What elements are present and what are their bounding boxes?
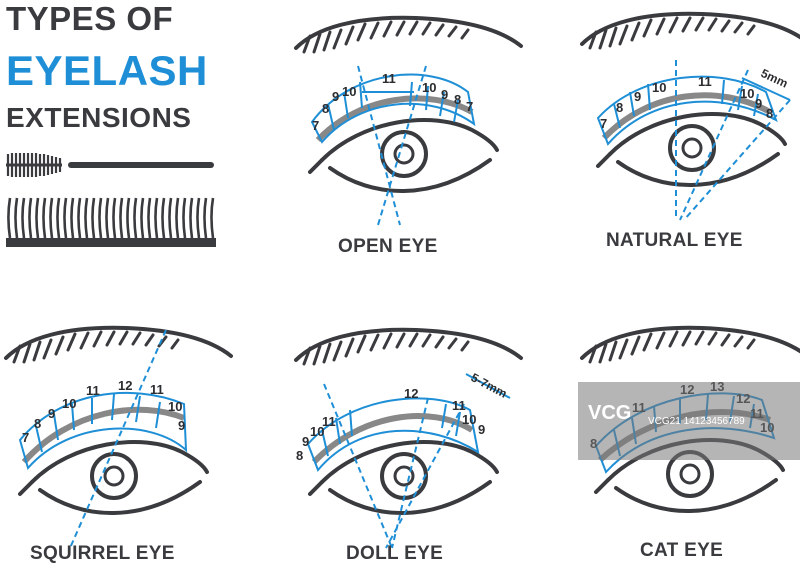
svg-text:10: 10	[342, 84, 356, 99]
svg-text:11: 11	[86, 383, 100, 398]
svg-text:12: 12	[118, 378, 132, 393]
title-line-3: EXTENSIONS	[6, 102, 192, 133]
watermark-logo: VCG	[588, 402, 632, 424]
lash-strip-icon	[6, 197, 216, 247]
svg-text:8: 8	[766, 106, 773, 121]
svg-text:10: 10	[462, 412, 476, 427]
svg-text:5-7mm: 5-7mm	[469, 370, 510, 401]
title-line-2: EYELASH	[6, 47, 208, 94]
svg-text:9: 9	[302, 434, 309, 449]
svg-text:10: 10	[168, 399, 182, 414]
title-line-1: TYPES OF	[6, 0, 174, 37]
svg-text:9: 9	[178, 418, 185, 433]
caption-doll-eye: DOLL EYE	[346, 543, 444, 564]
caption-natural-eye: NATURAL EYE	[606, 230, 743, 251]
mascara-wand-icon	[6, 153, 214, 177]
svg-text:11: 11	[322, 414, 336, 429]
caption-open-eye: OPEN EYE	[338, 236, 438, 257]
svg-text:9: 9	[634, 89, 641, 104]
svg-text:9: 9	[332, 89, 339, 104]
svg-text:9: 9	[441, 87, 448, 102]
svg-text:8: 8	[34, 416, 41, 431]
svg-text:11: 11	[150, 382, 164, 397]
watermark-text: VCG21 14123456789	[648, 416, 745, 427]
svg-text:12: 12	[404, 386, 418, 401]
svg-text:11: 11	[452, 398, 466, 413]
svg-text:10: 10	[62, 396, 76, 411]
svg-text:8: 8	[322, 101, 329, 116]
svg-text:8: 8	[296, 448, 303, 463]
svg-text:10: 10	[422, 80, 436, 95]
svg-text:10: 10	[310, 424, 324, 439]
svg-text:7: 7	[466, 99, 473, 114]
caption-squirrel-eye: SQUIRREL EYE	[30, 543, 175, 564]
svg-text:11: 11	[698, 74, 712, 89]
svg-text:7: 7	[600, 116, 607, 131]
svg-text:8: 8	[616, 100, 623, 115]
svg-text:10: 10	[740, 86, 754, 101]
svg-text:11: 11	[382, 71, 396, 86]
caption-cat-eye: CAT EYE	[640, 540, 724, 561]
svg-text:8: 8	[454, 92, 461, 107]
svg-text:9: 9	[48, 406, 55, 421]
svg-text:10: 10	[652, 80, 666, 95]
svg-text:7: 7	[22, 430, 29, 445]
svg-text:9: 9	[755, 96, 762, 111]
svg-text:7: 7	[312, 118, 319, 133]
svg-text:9: 9	[478, 422, 485, 437]
watermark-overlay: VCG VCG21 14123456789	[578, 382, 800, 460]
